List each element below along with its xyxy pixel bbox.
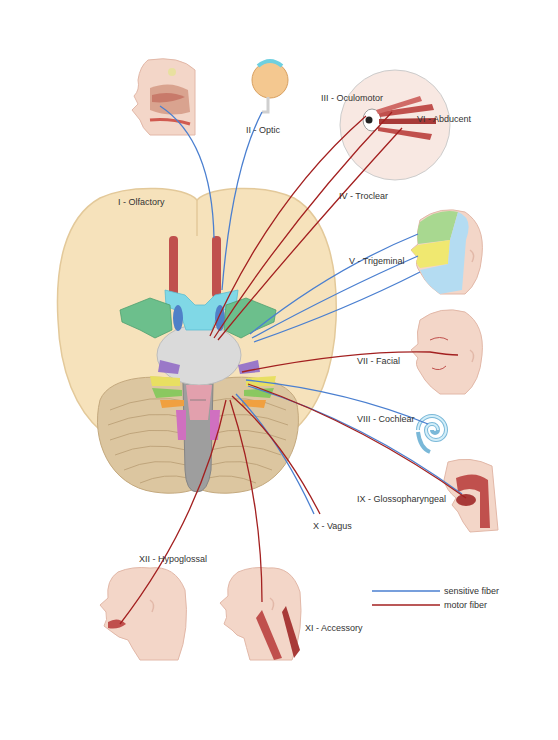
nose-illustration: [132, 59, 195, 135]
trigeminal-face-illustration: [411, 210, 482, 294]
motor-fiber: [120, 112, 466, 624]
brain: [196, 200, 198, 236]
legend-sample-line: [372, 604, 440, 606]
sensitive-fiber: [160, 106, 214, 238]
nerve-label: VII - Facial: [357, 356, 400, 367]
nerve-roots: [176, 410, 186, 440]
optic-chiasm: [215, 305, 225, 331]
nerve-roots: [160, 400, 184, 408]
throat-illustration: [456, 474, 490, 528]
trigeminal-face-illustration: [411, 240, 450, 268]
sensitive-fiber: [222, 112, 262, 290]
legend-text: motor fiber: [444, 600, 487, 611]
temporal-lobe: [224, 298, 276, 338]
throat-illustration: [444, 459, 498, 532]
motor-fiber: [230, 400, 262, 602]
nose-illustration: [152, 93, 185, 103]
cerebellum: [108, 398, 190, 483]
motor-fiber: [248, 384, 466, 498]
temporal-lobe: [120, 298, 172, 338]
sensitive-fiber: [248, 386, 462, 494]
nerve-label: III - Oculomotor: [321, 93, 383, 104]
trigeminal-face-illustration: [411, 210, 482, 294]
nerve-roots: [158, 360, 180, 374]
throat-illustration: [456, 494, 476, 506]
legend-text: sensitive fiber: [444, 586, 499, 597]
brainstem: [190, 400, 206, 401]
accessory-head-illustration: [220, 568, 301, 661]
nerve-roots: [210, 410, 220, 440]
nose-illustration: [132, 59, 195, 135]
cochlea-illustration: [418, 416, 446, 440]
eyeball-illustration: [252, 61, 288, 112]
motor-fiber: [214, 112, 392, 338]
nerve-roots: [150, 360, 276, 440]
brainstem: [186, 385, 212, 420]
eyeball-illustration: [258, 61, 282, 66]
hypoglossal-head-illustration: [108, 619, 126, 628]
nerve-label: V - Trigeminal: [349, 256, 405, 267]
accessory-head-illustration: [282, 606, 300, 658]
nerve-roots: [152, 388, 182, 398]
hypoglossal-head-illustration: [150, 600, 154, 612]
cerebellum: [206, 398, 288, 483]
motor-fiber: [242, 352, 458, 372]
sensitive-fiber: [254, 272, 420, 342]
motor-fiber: [210, 116, 366, 336]
eye-muscle-illustration: [366, 117, 373, 124]
throat-illustration: [444, 459, 498, 532]
nerve-label: VIII - Cochlear: [357, 414, 415, 425]
nose-illustration: [150, 120, 190, 125]
eye-muscle-illustration: [378, 127, 432, 140]
eyeball-illustration: [262, 97, 268, 112]
cochlea-illustration: [418, 416, 446, 440]
nerve-label: VI - Abducent: [417, 114, 471, 125]
hypoglossal-head-illustration: [100, 568, 186, 661]
brainstem: [157, 325, 241, 492]
sensitive-fiber: [246, 380, 428, 424]
nerve-roots: [238, 360, 260, 374]
nerve-label: II - Optic: [246, 125, 280, 136]
sensitive-fiber: [252, 256, 418, 338]
nose-illustration: [168, 68, 176, 76]
nerve-label: X - Vagus: [313, 521, 352, 532]
brainstem: [157, 325, 241, 385]
sensitive-fiber: [250, 234, 418, 334]
sensitive-fiber: [236, 394, 314, 514]
motor-fiber: [218, 128, 402, 340]
nose-illustration: [150, 84, 190, 114]
eyeball-illustration: [252, 62, 288, 98]
accessory-head-illustration: [256, 610, 282, 660]
nerve-label: I - Olfactory: [118, 197, 165, 208]
nerve-label: XI - Accessory: [305, 623, 363, 634]
accessory-head-illustration: [220, 568, 301, 661]
legend-sample-line: [372, 590, 440, 592]
nerve-label: XII - Hypoglossal: [139, 554, 207, 565]
sensitive-fiber: [160, 106, 462, 514]
olfactory-tract: [169, 236, 178, 298]
trigeminal-face-illustration: [470, 250, 474, 262]
olfactory-tract: [212, 236, 221, 298]
motor-fiber: [120, 400, 226, 624]
nerve-label: IV - Troclear: [339, 191, 388, 202]
nerve-label: IX - Glossopharyngeal: [357, 494, 446, 505]
optic-chiasm: [173, 305, 183, 331]
accessory-head-illustration: [270, 598, 274, 610]
facial-face-illustration: [470, 350, 474, 362]
olfactory-tract: [169, 236, 221, 298]
nerve-roots: [150, 376, 180, 386]
trigeminal-face-illustration: [420, 212, 469, 294]
hypoglossal-head-illustration: [100, 568, 186, 661]
